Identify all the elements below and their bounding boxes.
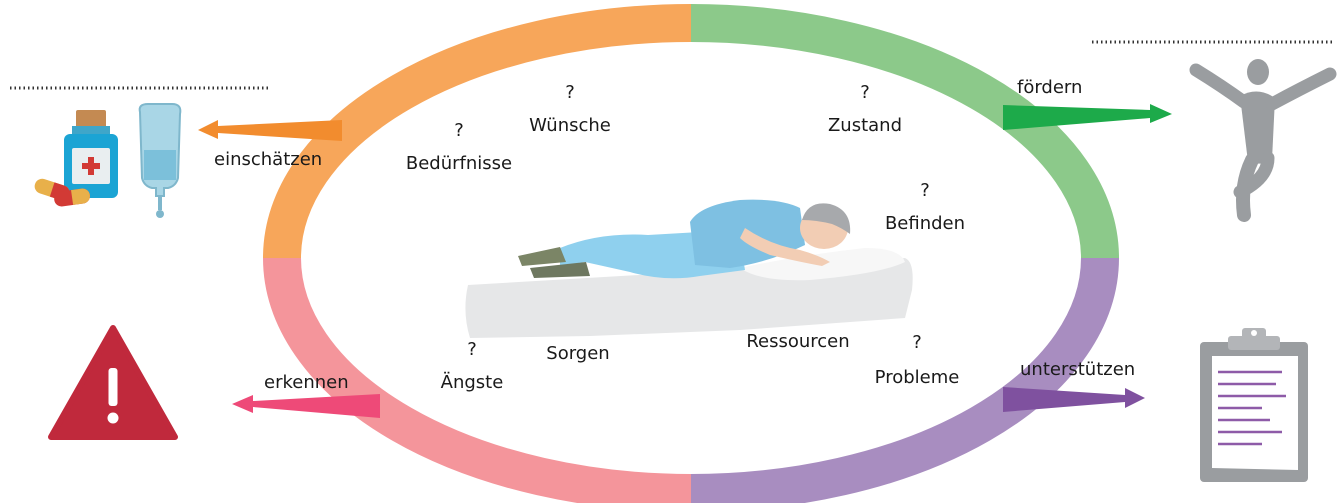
- cross-h: [82, 163, 100, 169]
- medication-icon: [33, 110, 118, 207]
- term-condition: Zustand: [828, 115, 902, 136]
- exclamation-dot: [108, 413, 119, 424]
- person-arm-right: [1272, 74, 1330, 104]
- qmark-wellbeing: ?: [920, 180, 930, 201]
- shoe-back: [518, 247, 566, 266]
- qmark-wishes: ?: [565, 82, 575, 103]
- exclamation-bar: [109, 368, 118, 406]
- term-resources: Ressourcen: [746, 331, 849, 352]
- term-wishes: Wünsche: [529, 115, 611, 136]
- warning-triangle-icon: [51, 328, 175, 437]
- label-promote: fördern: [1017, 77, 1082, 98]
- arrow-support: [1003, 387, 1145, 412]
- infusion-bag-icon: [140, 104, 181, 218]
- term-needs: Bedürfnisse: [406, 153, 512, 174]
- label-assess: einschätzen: [214, 149, 322, 170]
- qmark-needs: ?: [454, 120, 464, 141]
- person-arm-left: [1196, 70, 1244, 102]
- arrow-recognize: [232, 394, 380, 418]
- jumping-person-icon: [1196, 59, 1330, 215]
- clipboard-icon: [1200, 328, 1308, 482]
- bottle-cap: [76, 110, 106, 128]
- arrow-promote: [1003, 104, 1172, 130]
- lying-patient-illustration: [465, 200, 912, 338]
- label-recognize: erkennen: [264, 372, 349, 393]
- drip-tube: [158, 196, 162, 210]
- term-fears: Ängste: [441, 372, 504, 393]
- label-support: unterstützen: [1020, 359, 1135, 380]
- qmark-problems: ?: [912, 332, 922, 353]
- clip-hole: [1251, 330, 1257, 336]
- term-worries: Sorgen: [546, 343, 609, 364]
- ring-segment-assess: [282, 23, 691, 258]
- qmark-fears: ?: [467, 339, 477, 360]
- term-problems: Probleme: [875, 367, 960, 388]
- person-head: [1247, 59, 1269, 85]
- arrow-assess: [198, 120, 342, 141]
- term-wellbeing: Befinden: [885, 213, 965, 234]
- drip-drop: [156, 210, 164, 218]
- bag-fluid: [144, 150, 176, 180]
- qmark-condition: ?: [860, 82, 870, 103]
